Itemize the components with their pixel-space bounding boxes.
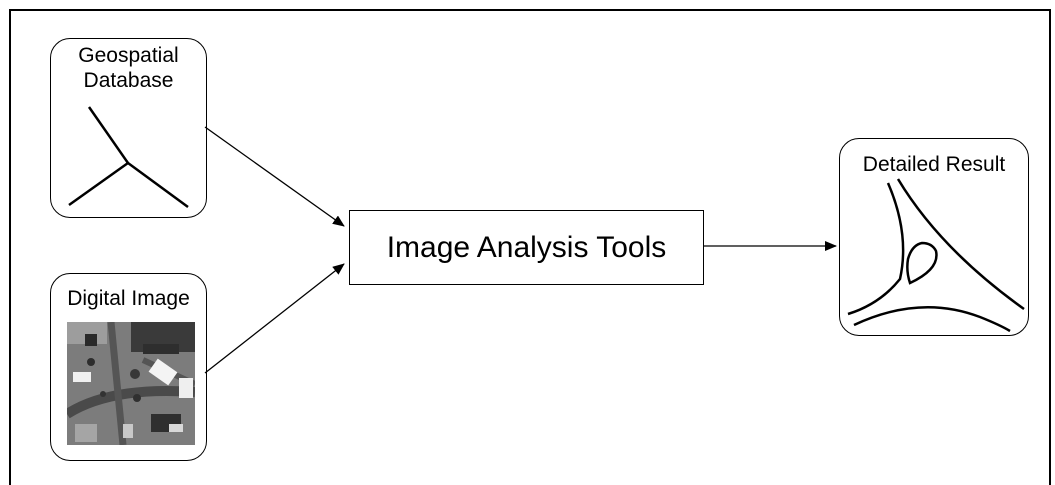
interchange-result-icon <box>847 178 1025 333</box>
aerial-photo-image <box>67 322 195 445</box>
geospatial-label-line1: Geospatial <box>78 44 179 67</box>
image-analysis-tools-label: Image Analysis Tools <box>386 230 667 264</box>
geospatial-database-label: Geospatial Database <box>51 43 206 93</box>
outer-frame <box>9 9 1051 485</box>
geospatial-label-line2: Database <box>83 69 174 92</box>
digital-image-node: Digital Image <box>50 273 207 461</box>
geospatial-database-node: Geospatial Database <box>50 38 207 218</box>
road-network-icon <box>68 106 189 209</box>
digital-image-label: Digital Image <box>67 287 190 310</box>
edge-image-to-tools <box>204 263 345 374</box>
image-analysis-tools-box: Image Analysis Tools <box>349 210 704 285</box>
edge-geospatial-to-tools <box>204 126 345 227</box>
detailed-result-node: Detailed Result <box>839 138 1029 336</box>
detailed-result-label: Detailed Result <box>862 153 1006 176</box>
